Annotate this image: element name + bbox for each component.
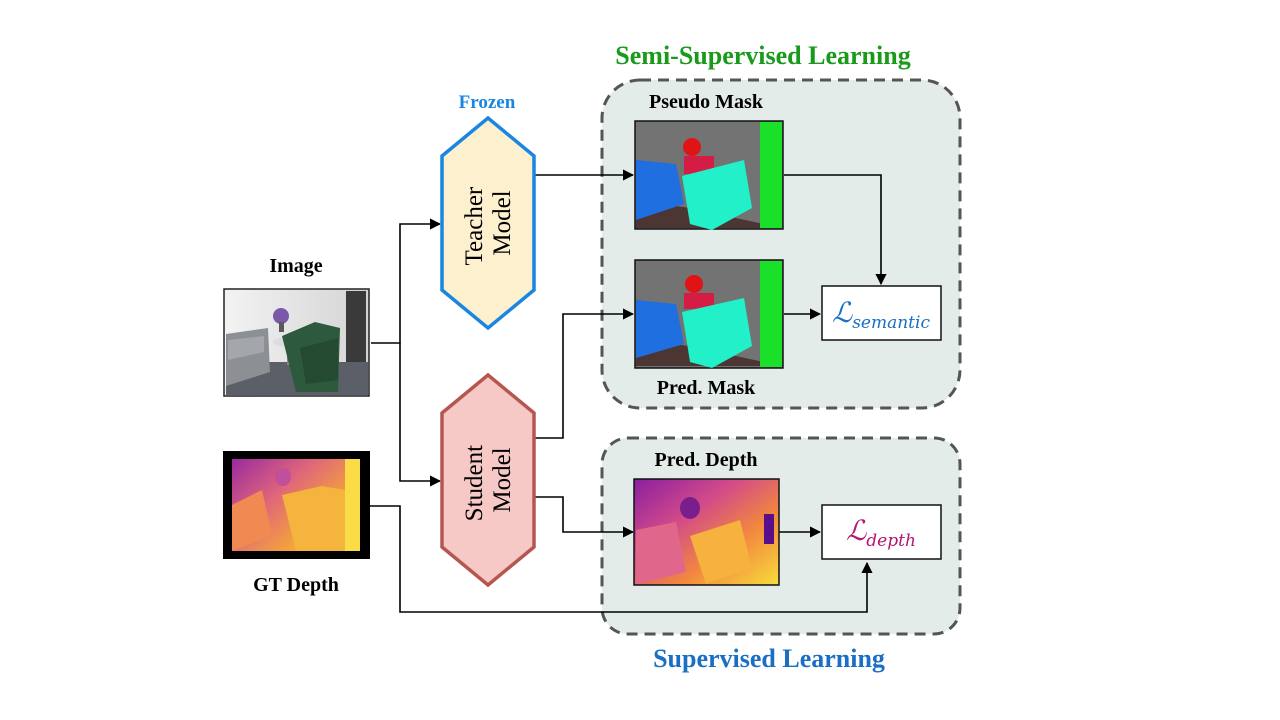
connectors <box>370 169 887 613</box>
semantic-loss-label: ℒsemantic <box>832 296 930 333</box>
gt-depth-label: GT Depth <box>253 574 339 596</box>
depth-loss-subscript: depth <box>866 531 916 551</box>
student-model: Student Model <box>440 372 536 588</box>
semantic-loss-symbol: ℒ <box>832 296 853 329</box>
student-to-pred-mask-arrow <box>534 308 635 439</box>
teacher-line-2: Model <box>489 190 516 255</box>
pred-mask-image <box>634 259 784 369</box>
depth-loss-box: ℒdepth <box>821 504 942 560</box>
student-line-2: Model <box>489 447 516 512</box>
input-image <box>223 288 370 397</box>
pseudo-mask-image <box>634 120 784 230</box>
pseudo-mask-to-semantic-loss-arrow <box>784 174 887 286</box>
student-to-pred-depth-arrow <box>534 496 635 538</box>
semantic-loss-box: ℒsemantic <box>821 285 942 341</box>
student-line-1: Student <box>461 445 488 521</box>
semantic-loss-subscript: semantic <box>852 313 930 333</box>
pred-depth-image <box>633 478 780 586</box>
image-to-teacher-arrow <box>371 218 442 344</box>
pseudo-mask-label: Pseudo Mask <box>649 91 764 113</box>
gt-depth-image <box>223 451 370 559</box>
semi-supervised-title: Semi-Supervised Learning <box>615 41 910 70</box>
image-label: Image <box>269 255 322 277</box>
pred-depth-label: Pred. Depth <box>655 449 758 471</box>
supervised-title: Supervised Learning <box>653 644 885 673</box>
student-model-label: Student Model <box>461 439 516 522</box>
image-to-student-arrow <box>399 343 442 487</box>
frozen-label: Frozen <box>459 92 516 113</box>
depth-loss-label: ℒdepth <box>846 514 916 551</box>
teacher-model-label: Teacher Model <box>461 181 516 266</box>
teacher-line-1: Teacher <box>461 186 488 265</box>
depth-loss-symbol: ℒ <box>846 514 867 547</box>
pred-mask-label: Pred. Mask <box>657 377 756 399</box>
gt-depth-to-depth-loss-arrow <box>370 505 873 613</box>
teacher-model: Teacher Model <box>440 115 536 331</box>
